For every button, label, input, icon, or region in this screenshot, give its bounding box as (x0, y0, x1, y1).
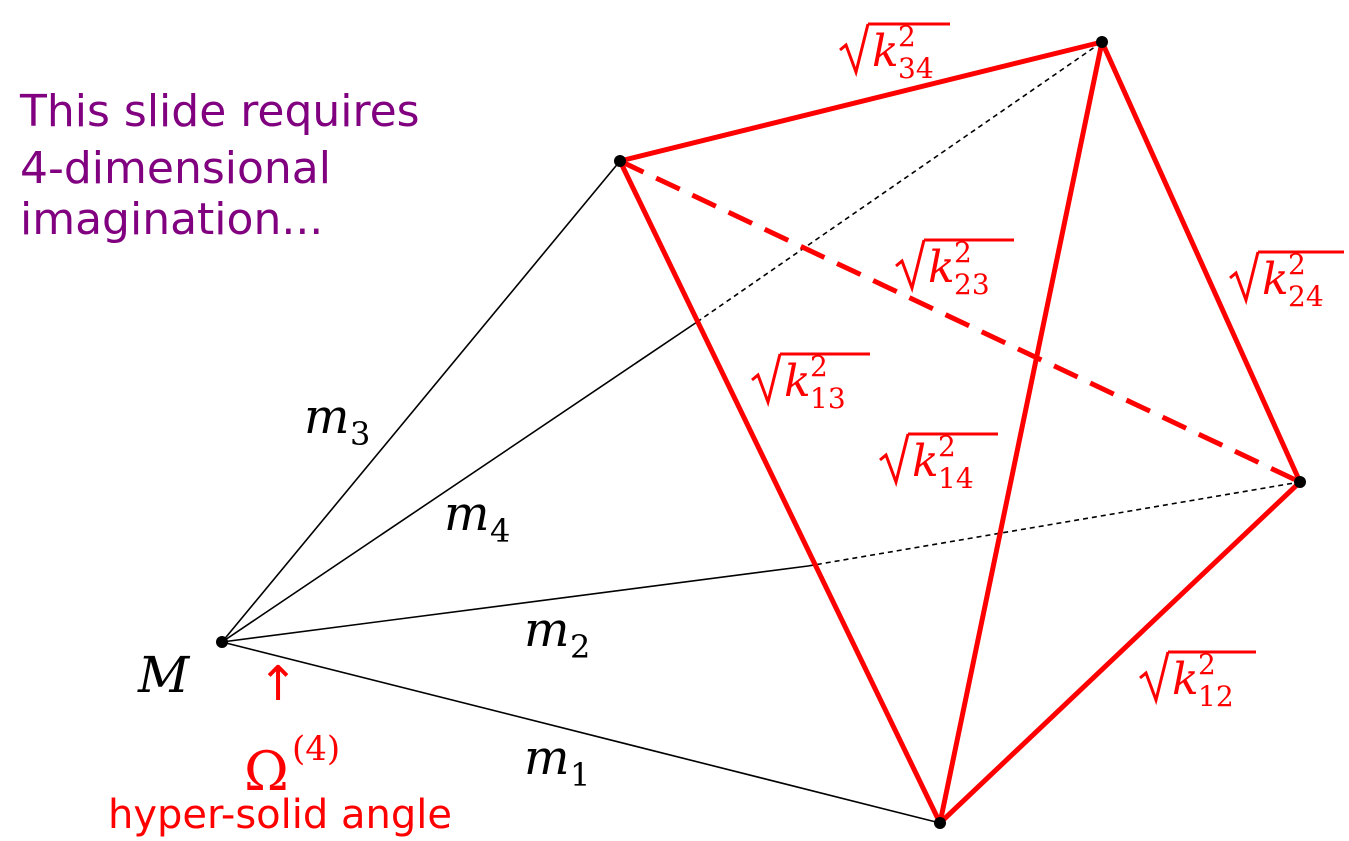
svg-text:23: 23 (954, 268, 990, 301)
edge-k24 (1099, 40, 1303, 484)
mass-label-m2: m 2 (524, 602, 590, 666)
intro-text: This slide requires 4-dimensional imagin… (19, 86, 420, 245)
vertex-2 (1294, 476, 1306, 488)
svg-text:k: k (872, 26, 899, 77)
intro-line-2: 4-dimensional (20, 143, 331, 194)
svg-text:4: 4 (490, 512, 510, 550)
svg-text:2: 2 (570, 628, 590, 666)
momentum-label-k13: k 2 13 (750, 350, 870, 415)
svg-text:2: 2 (898, 20, 916, 53)
svg-text:13: 13 (810, 382, 846, 415)
mass-label-m1: m 1 (524, 730, 590, 794)
svg-text:12: 12 (1198, 680, 1234, 713)
svg-text:Ω: Ω (244, 740, 289, 803)
svg-text:m: m (304, 389, 350, 445)
svg-text:k: k (1262, 254, 1289, 305)
momentum-label-k14: k 2 14 (878, 430, 998, 495)
svg-text:k: k (912, 436, 939, 487)
svg-text:m: m (524, 730, 570, 786)
omega-label: Ω (4) (244, 729, 340, 803)
svg-text:m: m (444, 486, 490, 542)
svg-text:2: 2 (1198, 648, 1216, 681)
angle-caption: hyper-solid angle (108, 792, 452, 838)
svg-text:2: 2 (954, 236, 972, 269)
vertex-3 (614, 155, 626, 167)
edge-k34 (619, 39, 1103, 164)
intro-line-1: This slide requires (19, 86, 420, 137)
edge-k12 (938, 480, 1302, 825)
edge-m4-solid (221, 321, 698, 643)
edge-m1 (221, 641, 941, 824)
vertex-apex (216, 636, 228, 648)
svg-text:1: 1 (570, 756, 590, 794)
edge-m2-solid (221, 565, 809, 643)
svg-text:2: 2 (1288, 248, 1306, 281)
svg-text:m: m (524, 602, 570, 658)
edge-k23 (618, 158, 1302, 485)
momentum-label-k34: k 2 34 (838, 20, 950, 85)
mass-label-m4: m 4 (444, 486, 510, 550)
mass-label-m3: m 3 (304, 389, 370, 453)
svg-text:(4): (4) (292, 729, 340, 769)
edge-k14 (937, 41, 1105, 824)
momentum-label-k12: k 2 12 (1138, 648, 1256, 713)
edge-m3 (221, 160, 621, 643)
edge-k13 (617, 159, 943, 825)
apex-label: M (137, 646, 191, 704)
svg-text:34: 34 (898, 52, 934, 85)
svg-text:24: 24 (1288, 280, 1324, 313)
svg-text:k: k (928, 242, 955, 293)
vertex-4 (1096, 36, 1108, 48)
svg-text:3: 3 (350, 415, 370, 453)
svg-text:k: k (1172, 654, 1199, 705)
svg-text:2: 2 (938, 430, 956, 463)
svg-text:2: 2 (810, 350, 828, 383)
momentum-label-k24: k 2 24 (1228, 248, 1344, 313)
edge-m4-hidden (696, 41, 1103, 323)
vertex-1 (934, 817, 946, 829)
momentum-label-k23: k 2 23 (894, 236, 1014, 301)
up-arrow-icon: ↑ (258, 656, 298, 712)
svg-text:14: 14 (938, 462, 974, 495)
svg-text:k: k (784, 356, 811, 407)
edge-m2-hidden (807, 481, 1301, 567)
intro-line-3: imagination... (20, 194, 323, 245)
